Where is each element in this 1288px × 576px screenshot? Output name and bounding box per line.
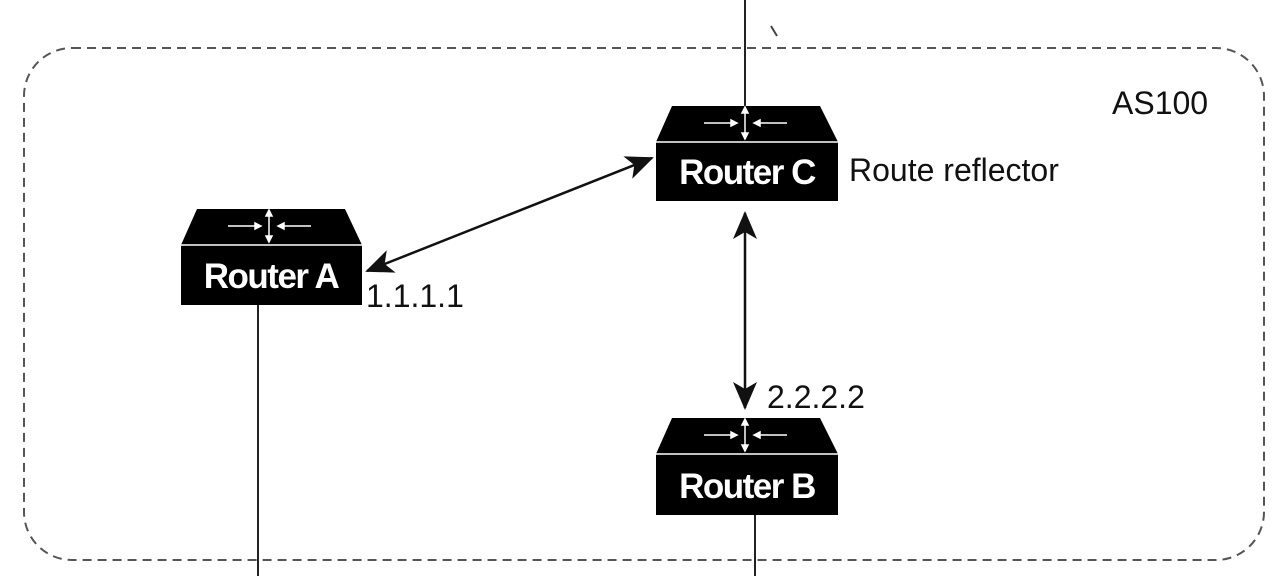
router-body [656,142,838,201]
uplink-tick [770,25,778,37]
router-body [181,245,362,305]
router-arrows-icon [228,208,311,244]
router-icon [181,209,362,245]
router-b[interactable]: Router B [656,417,838,515]
router-c-label: Router C [679,153,816,192]
router-a[interactable]: Router A [181,208,362,305]
router-b-ip: 2.2.2.2 [767,379,865,415]
router-c[interactable]: Router C [656,105,838,201]
link-a-c [365,156,654,273]
router-body [656,454,838,515]
router-b-label: Router B [679,467,815,506]
router-c-role: Route reflector [849,152,1059,188]
as-boundary [23,47,1265,561]
router-arrows-icon [704,417,787,453]
router-a-label: Router A [204,257,340,296]
router-arrows-icon [704,105,787,141]
as-label: AS100 [1112,85,1208,121]
router-a-ip: 1.1.1.1 [366,278,464,314]
router-icon [656,106,838,142]
router-icon [656,418,838,454]
